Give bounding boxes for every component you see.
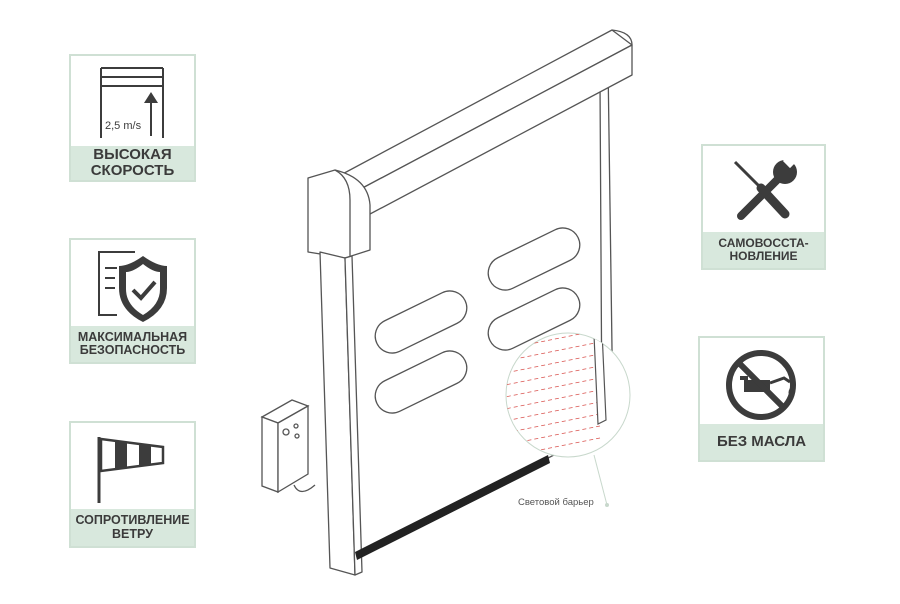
card-label-line: БЕЗ МАСЛА <box>716 432 807 450</box>
light-barrier-zoom <box>505 332 631 507</box>
window <box>374 290 468 354</box>
speed-text: 2,5 m/s <box>105 120 142 132</box>
card-label-line: НОВЛЕНИЕ <box>729 249 798 263</box>
shield-check-icon <box>98 251 167 322</box>
card-label-line: ВЫСОКАЯ <box>93 145 172 163</box>
card-label-line: БЕЗОПАСНОСТЬ <box>79 343 186 357</box>
window <box>487 287 581 351</box>
housing-end-cap <box>307 169 371 259</box>
card-label-line: СКОРОСТЬ <box>90 162 175 179</box>
speed-icon: 2,5 m/s <box>100 67 164 138</box>
feature-card-high-speed: 2,5 m/s ВЫСОКАЯ СКОРОСТЬ <box>69 54 196 182</box>
no-oil-icon <box>726 350 796 420</box>
card-label-line: СОПРОТИВЛЕНИЕ <box>75 513 190 527</box>
card-label-line: ВЕТРУ <box>112 526 153 541</box>
feature-card-self-repair: САМОВОССТА- НОВЛЕНИЕ <box>701 144 826 270</box>
bottom-seal <box>355 455 550 560</box>
feature-card-max-safety: МАКСИМАЛЬНАЯ БЕЗОПАСНОСТЬ <box>69 238 196 364</box>
card-label-line: САМОВОССТА- <box>718 236 809 251</box>
feature-card-wind-resistance: СОПРОТИВЛЕНИЕ ВЕТРУ <box>69 421 196 548</box>
tools-icon <box>733 153 798 220</box>
window <box>487 227 581 291</box>
light-barrier-label: Световой барьер <box>518 497 594 508</box>
windsock-icon <box>97 437 165 503</box>
window <box>374 350 468 414</box>
card-label-line: МАКСИМАЛЬНАЯ <box>77 329 188 344</box>
control-box <box>260 399 316 494</box>
feature-card-no-oil: БЕЗ МАСЛА <box>698 336 825 462</box>
